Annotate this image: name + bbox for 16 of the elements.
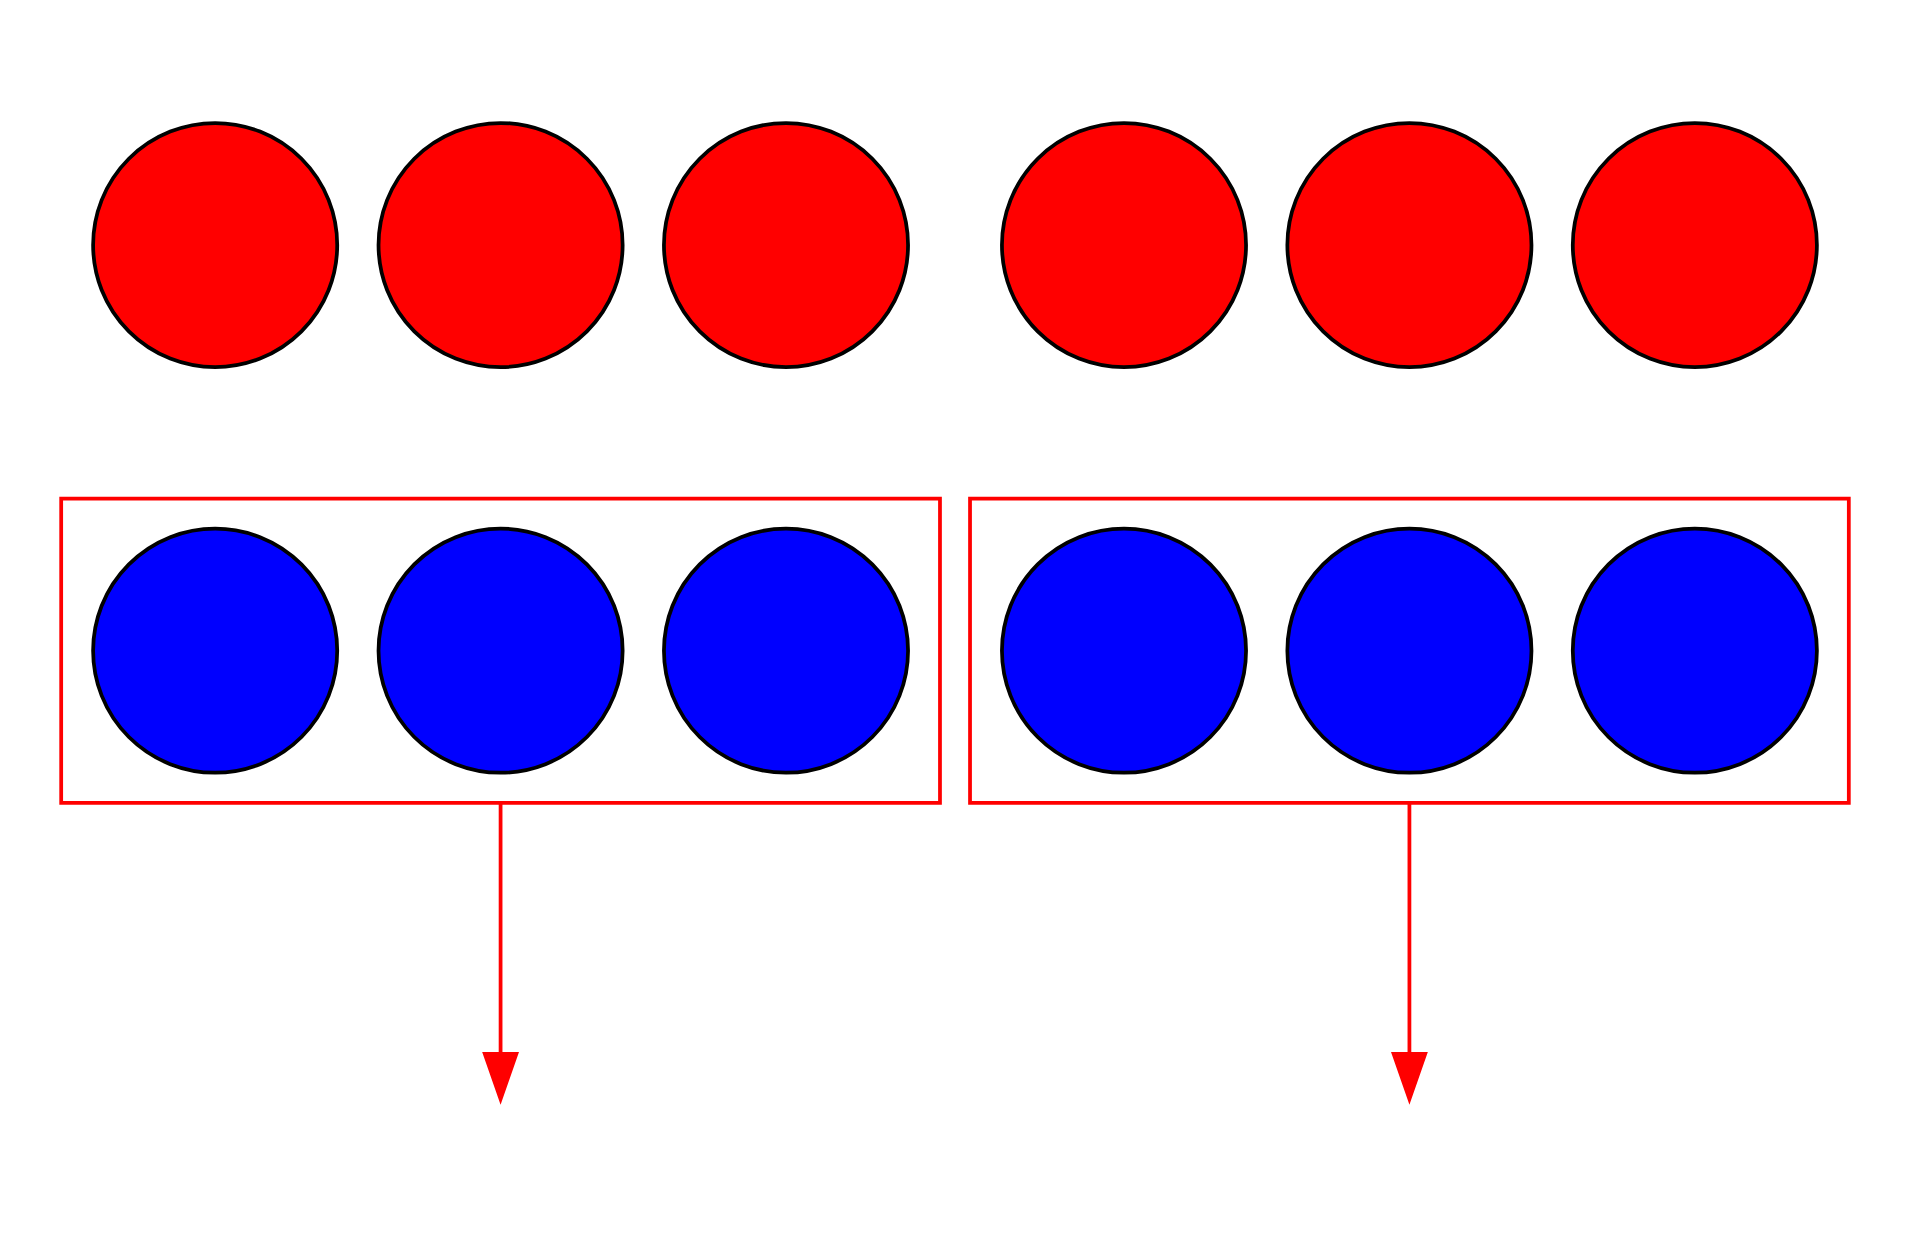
arrow [1391,801,1428,1104]
node-circle [91,525,340,774]
node-circle [1285,525,1534,774]
node-circle [662,525,910,774]
node-circle [662,120,910,368]
cluster [968,495,1851,804]
arrow [482,801,519,1104]
node-circle [1000,120,1248,368]
node-circle [1570,120,1819,368]
node-circle [376,525,625,774]
cluster [59,495,942,804]
node-circle [1285,120,1534,368]
node-circle [376,120,625,368]
node-circle [1570,525,1819,774]
node-circle [1000,525,1248,774]
node-circle [91,120,340,368]
